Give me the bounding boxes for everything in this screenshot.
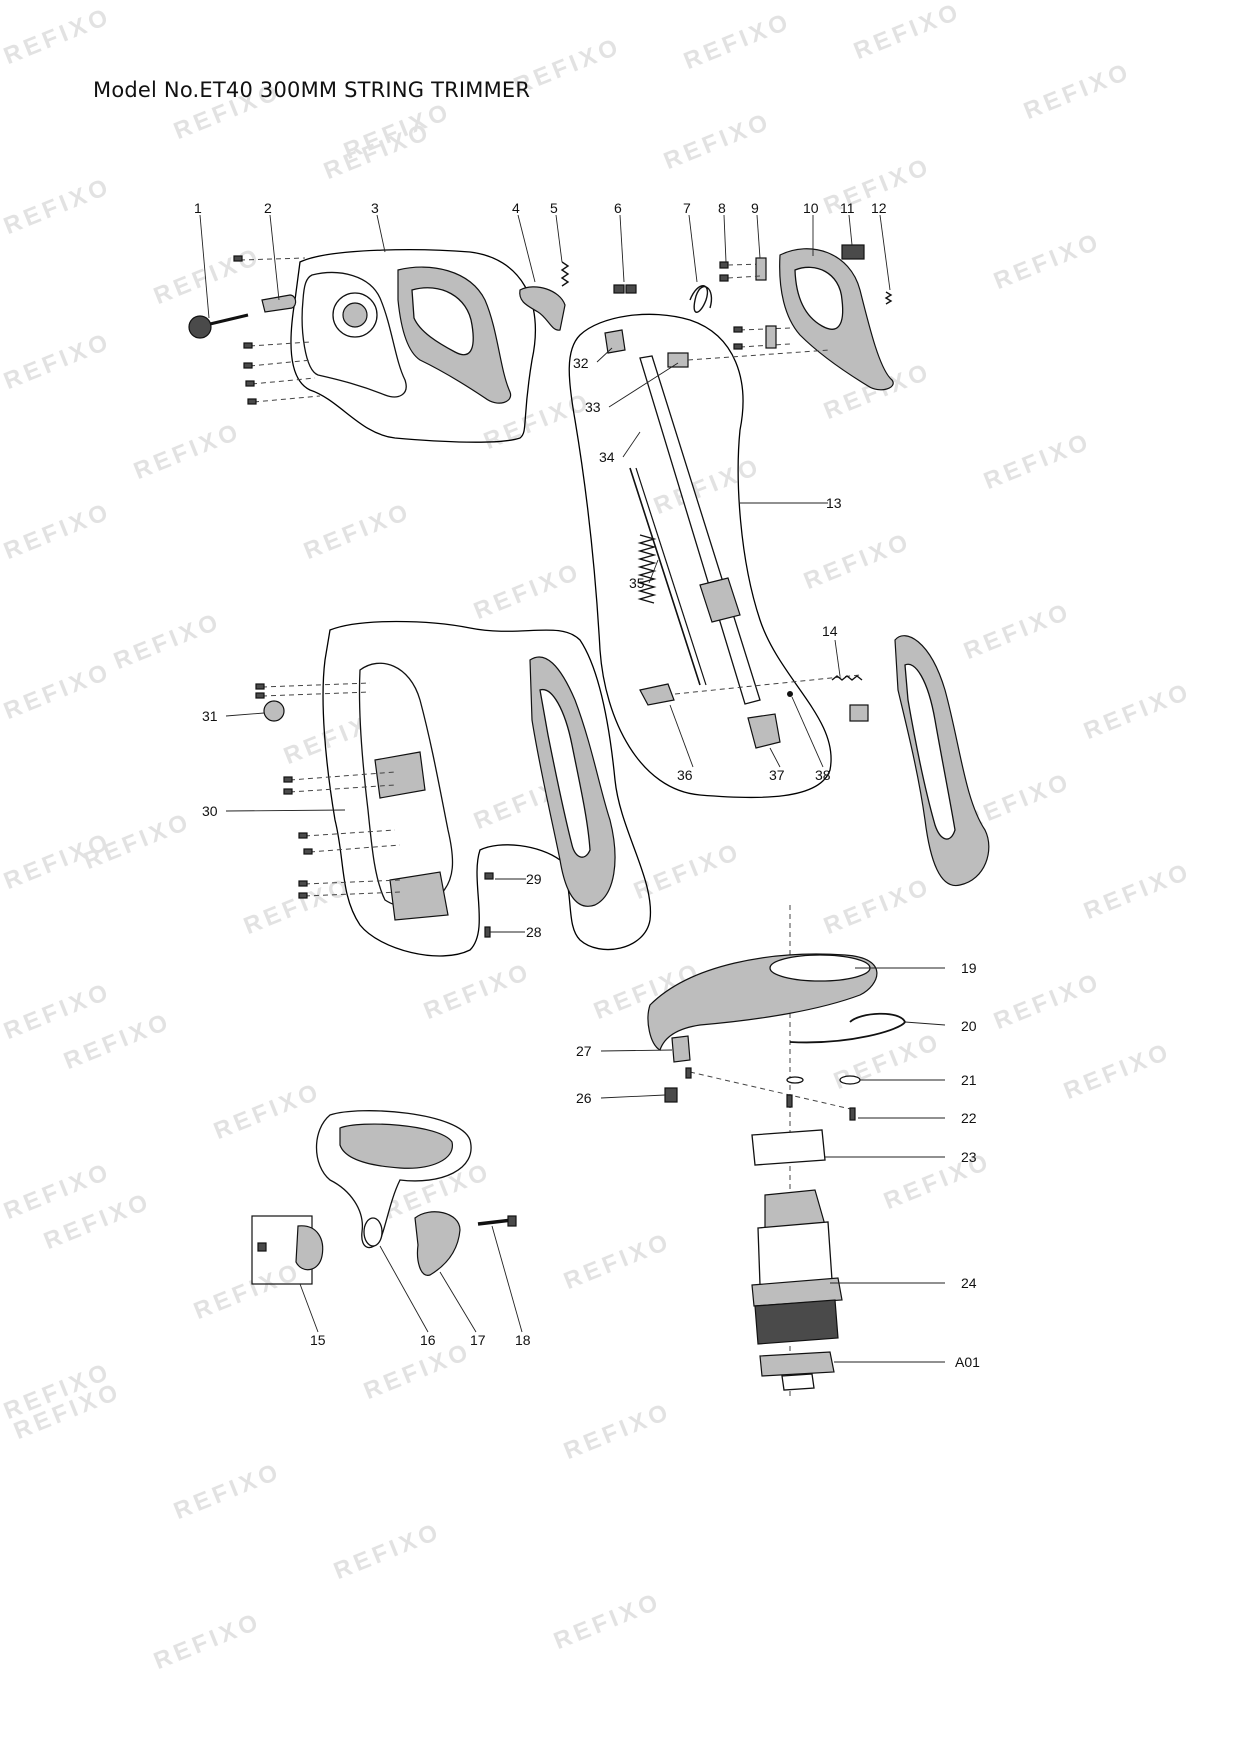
part-18-bolt bbox=[477, 1218, 513, 1226]
part-1-cord bbox=[209, 313, 249, 326]
part-6-clip-b bbox=[625, 284, 637, 294]
leader-lines bbox=[199, 214, 946, 1363]
callout-6: 6 bbox=[614, 200, 622, 216]
part-7-wire bbox=[689, 285, 713, 313]
part-17-clamp bbox=[414, 1211, 461, 1276]
callout-8: 8 bbox=[718, 200, 726, 216]
part-4-trigger bbox=[519, 286, 566, 331]
callout-28: 28 bbox=[526, 924, 542, 940]
callout-38: 38 bbox=[815, 767, 831, 783]
callout-31: 31 bbox=[202, 708, 218, 724]
callout-16: 16 bbox=[420, 1332, 436, 1348]
callout-5: 5 bbox=[550, 200, 558, 216]
part-22-screw-a bbox=[786, 1094, 793, 1108]
part-28-screw bbox=[484, 926, 491, 938]
callout-11: 11 bbox=[840, 200, 855, 216]
callout-33: 33 bbox=[585, 399, 601, 415]
part-12-spring bbox=[884, 291, 893, 305]
part-26-blade bbox=[664, 1087, 678, 1103]
part-right-inner-ribs bbox=[539, 689, 591, 858]
part-31-plug bbox=[263, 700, 285, 722]
group-outline-shaft bbox=[568, 313, 832, 799]
callout-12: 12 bbox=[871, 200, 887, 216]
part-16-ring bbox=[363, 1217, 383, 1247]
part-35-rod bbox=[629, 467, 701, 686]
callout-19: 19 bbox=[961, 960, 977, 976]
callout-2: 2 bbox=[264, 200, 272, 216]
callout-17: 17 bbox=[470, 1332, 486, 1348]
callout-20: 20 bbox=[961, 1018, 977, 1034]
part-22-screw-b bbox=[849, 1107, 856, 1121]
callout-36: 36 bbox=[677, 767, 693, 783]
part-30-grip-ridges bbox=[374, 751, 426, 799]
callout-13: 13 bbox=[826, 495, 842, 511]
part-right-handle-inner bbox=[904, 663, 956, 840]
part-3-bearing-hub bbox=[342, 302, 368, 328]
part-20-edge-guide bbox=[789, 1012, 907, 1044]
part-30-screws bbox=[255, 682, 401, 899]
part-10-screws bbox=[733, 325, 791, 350]
part-a01-hub bbox=[781, 1373, 815, 1391]
callout-1: 1 bbox=[194, 200, 202, 216]
part-15-knob bbox=[295, 1225, 324, 1271]
callout-21: 21 bbox=[961, 1072, 977, 1088]
part-36-latch bbox=[639, 683, 675, 706]
part-a01-spool bbox=[759, 1351, 835, 1377]
part-5-spring bbox=[560, 261, 570, 287]
part-35-spring bbox=[637, 534, 657, 604]
part-32-collar bbox=[604, 329, 626, 354]
callout-35: 35 bbox=[629, 575, 645, 591]
part-34-tube-band bbox=[699, 577, 741, 623]
callout-15: 15 bbox=[310, 1332, 326, 1348]
part-3-screws bbox=[233, 255, 321, 405]
part-15-nut bbox=[257, 1242, 267, 1252]
group-outline-housing-top bbox=[290, 249, 536, 443]
callout-29: 29 bbox=[526, 871, 542, 887]
part-30-bottom bbox=[389, 871, 449, 921]
part-8-screw bbox=[719, 261, 729, 269]
callout-a01: A01 bbox=[955, 1354, 980, 1370]
part-10-inner bbox=[794, 266, 844, 330]
callout-22: 22 bbox=[961, 1110, 977, 1126]
part-24-fan bbox=[754, 1299, 839, 1345]
group-outline-main-housing bbox=[322, 620, 652, 957]
part-11-switch bbox=[841, 244, 865, 260]
part-1-plug bbox=[188, 315, 212, 339]
part-24-motor-body bbox=[757, 1221, 833, 1286]
callout-30: 30 bbox=[202, 803, 218, 819]
part-27-blade-holder bbox=[671, 1035, 691, 1063]
diagram-title: Model No.ET40 300MM STRING TRIMMER bbox=[93, 78, 531, 102]
callout-23: 23 bbox=[961, 1149, 977, 1165]
callout-24: 24 bbox=[961, 1275, 977, 1291]
part-2-latch bbox=[261, 294, 297, 313]
callout-34: 34 bbox=[599, 449, 615, 465]
part-14-spring bbox=[831, 675, 863, 681]
part-38-pin bbox=[787, 691, 793, 697]
part-3-right-shell-inner bbox=[411, 287, 474, 356]
callout-37: 37 bbox=[769, 767, 785, 783]
callout-27: 27 bbox=[576, 1043, 592, 1059]
callout-7: 7 bbox=[683, 200, 691, 216]
part-33-connector bbox=[667, 352, 689, 368]
callout-10: 10 bbox=[803, 200, 819, 216]
part-24-motor-base bbox=[751, 1277, 843, 1307]
callout-26: 26 bbox=[576, 1090, 592, 1106]
callout-32: 32 bbox=[573, 355, 589, 371]
callout-3: 3 bbox=[371, 200, 379, 216]
callout-18: 18 bbox=[515, 1332, 531, 1348]
callout-14: 14 bbox=[822, 623, 838, 639]
part-29-nut bbox=[484, 872, 494, 880]
part-23-spacer bbox=[751, 1129, 826, 1166]
callout-9: 9 bbox=[751, 200, 759, 216]
part-6-clip-a bbox=[613, 284, 625, 294]
part-21-washer bbox=[839, 1075, 861, 1085]
callout-numbers: 1 2 3 4 5 6 7 8 9 10 11 12 13 14 15 16 1… bbox=[194, 200, 980, 1370]
part-9-clamp bbox=[755, 257, 767, 281]
part-37-nut bbox=[747, 713, 781, 749]
part-16-aux-handle-inner bbox=[339, 1123, 453, 1169]
callout-4: 4 bbox=[512, 200, 520, 216]
part-14-button bbox=[849, 704, 869, 722]
